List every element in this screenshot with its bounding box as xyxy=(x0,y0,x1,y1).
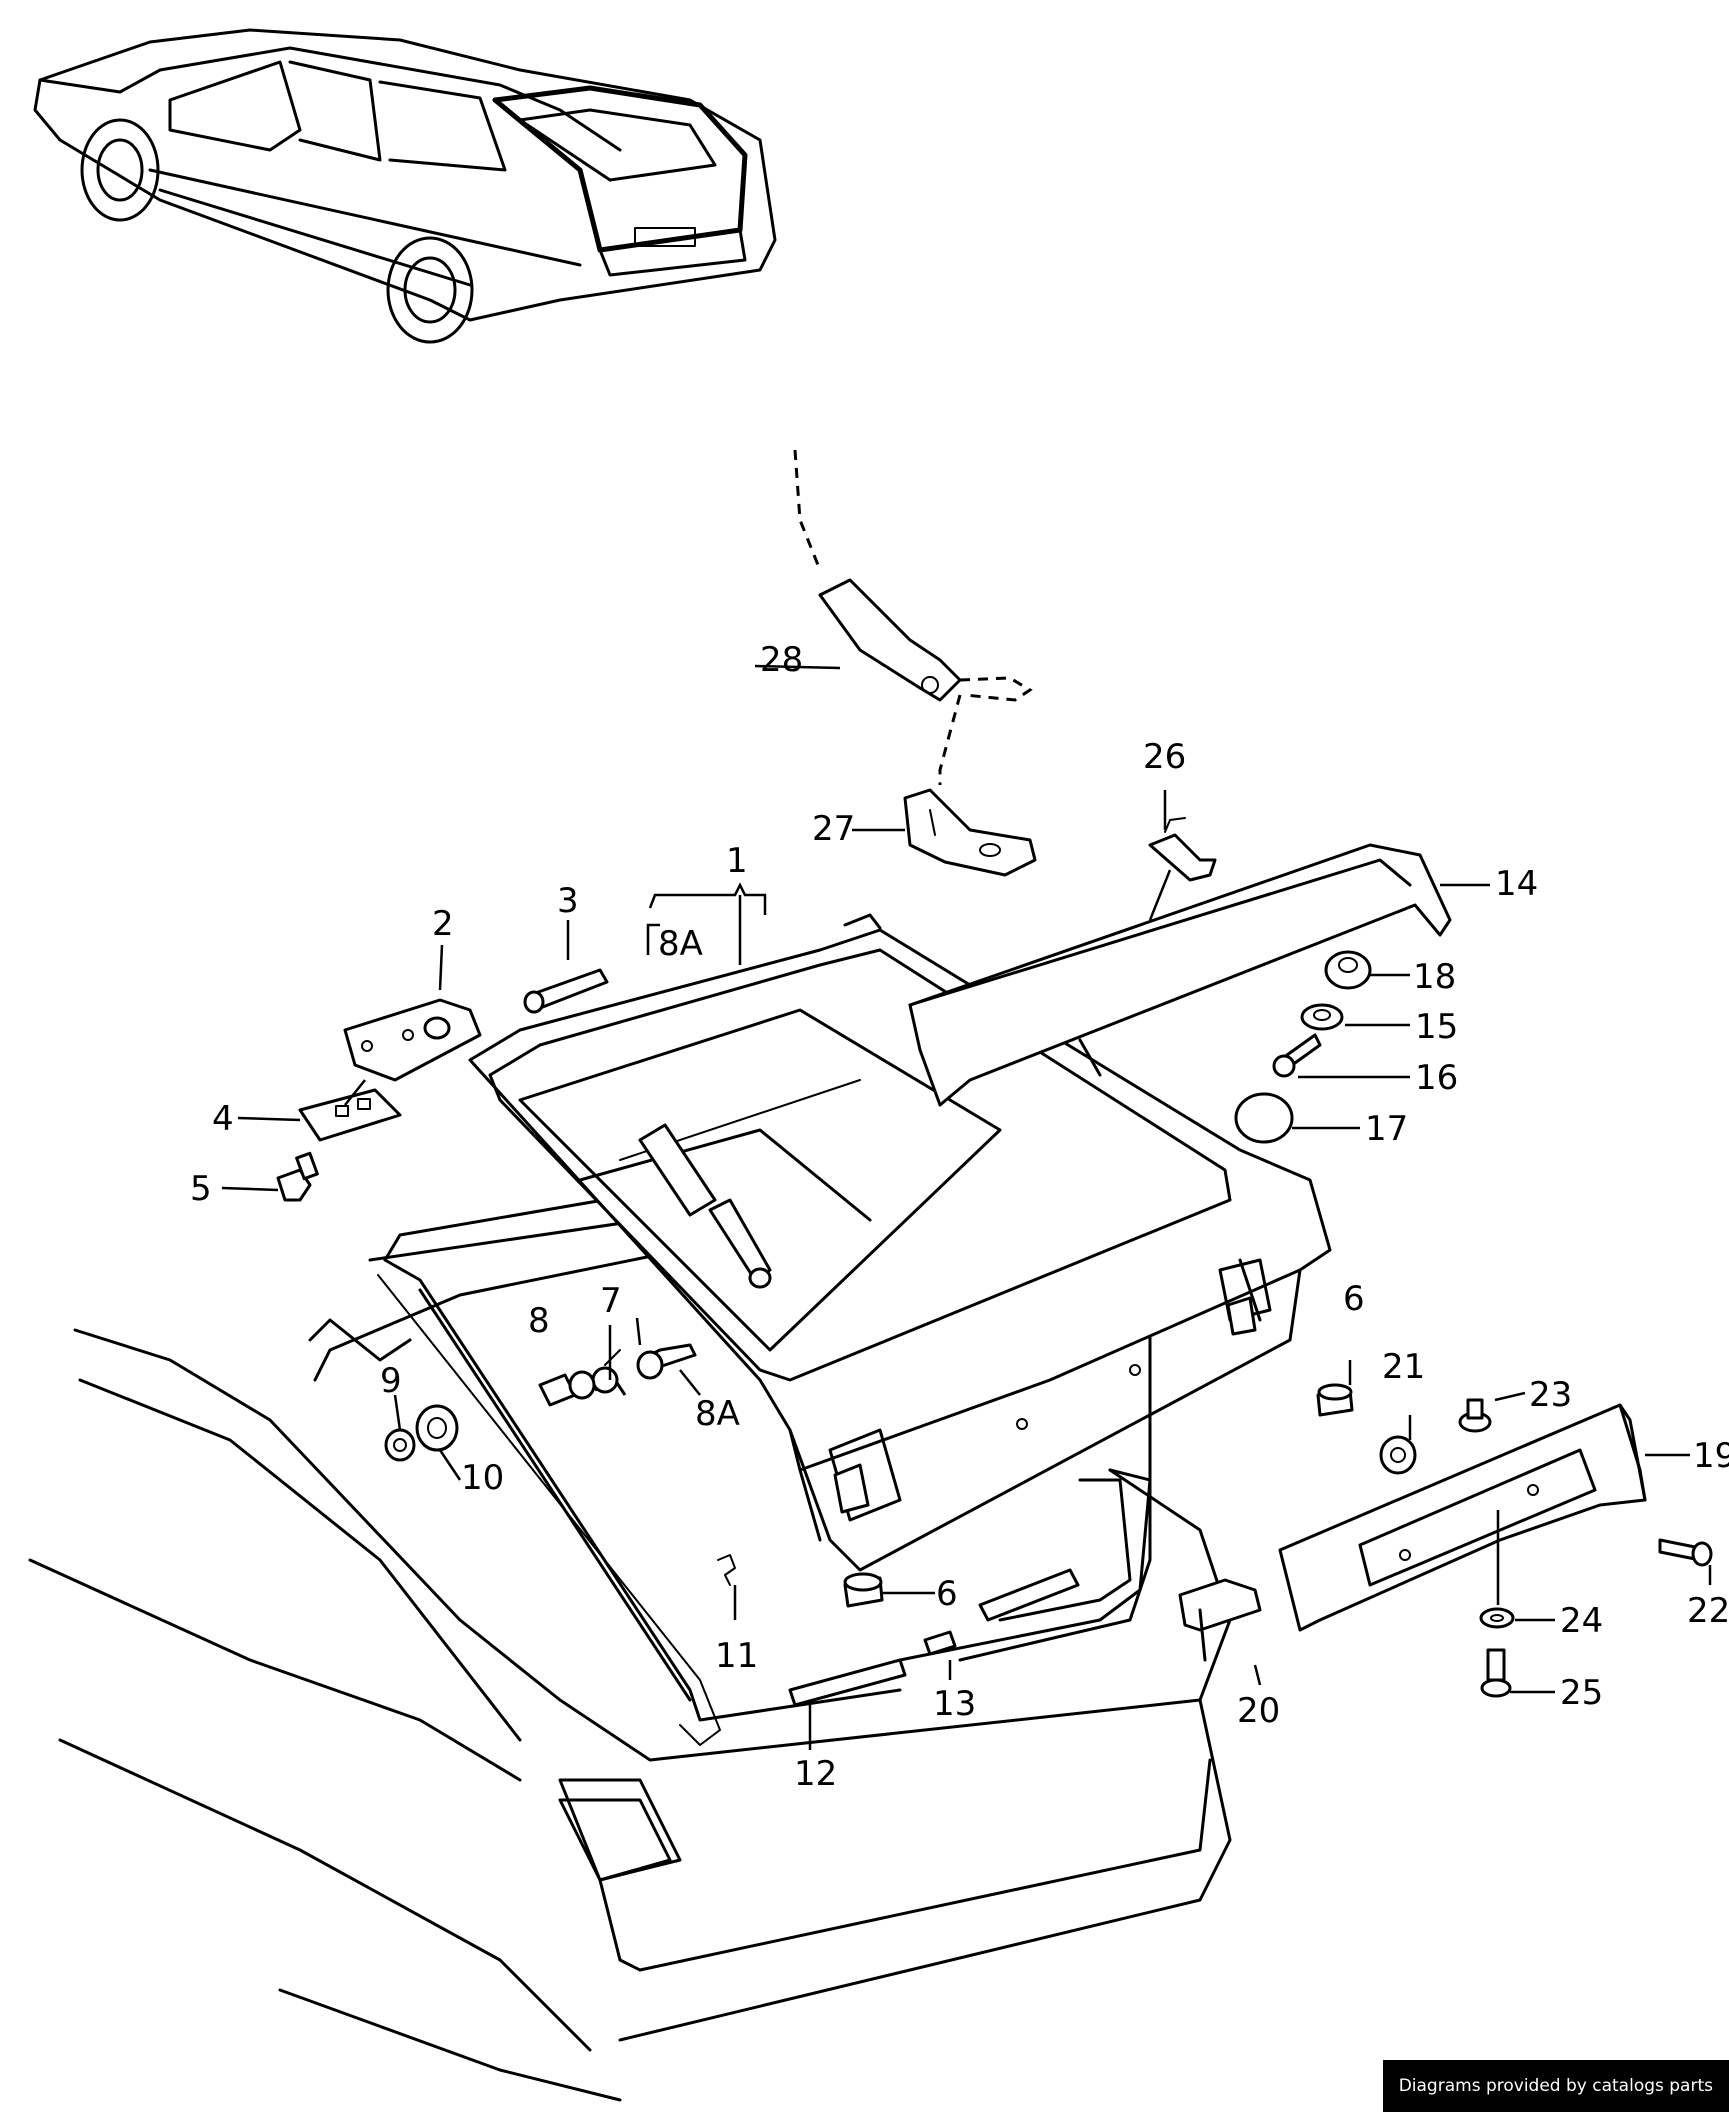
callout-10: 10 xyxy=(461,1458,504,1498)
car-rear-body xyxy=(28,1178,1232,2102)
washer-part-9 xyxy=(384,1428,416,1462)
ball-stud-part-8a xyxy=(636,1343,697,1380)
grommet-part-21 xyxy=(1379,1435,1417,1475)
plug-part-13 xyxy=(923,1630,957,1656)
striker-part-20 xyxy=(1178,1578,1262,1662)
callout-14: 14 xyxy=(1495,864,1538,904)
callout-2: 2 xyxy=(432,904,454,944)
callout-7: 7 xyxy=(600,1281,622,1321)
overview-car-illustration xyxy=(33,28,777,344)
screw-part-23 xyxy=(1458,1398,1492,1433)
credit-badge: Diagrams provided by catalogs parts xyxy=(1382,2060,1729,2112)
license-plate-trim-part-19 xyxy=(1278,1403,1647,1632)
callout-labels: 1 2 3 4 5 6 6 7 8 8A 8A 9 10 11 12 13 14… xyxy=(190,640,1729,1794)
clip-part-11 xyxy=(717,1554,736,1586)
callout-9: 9 xyxy=(380,1361,402,1401)
hinge-bracket-part-27 xyxy=(903,788,1037,877)
callout-11: 11 xyxy=(715,1636,758,1676)
screw-part-25 xyxy=(1480,1648,1512,1698)
screw-part-16 xyxy=(1272,1033,1322,1078)
callout-6-lower: 6 xyxy=(936,1574,958,1614)
callout-12: 12 xyxy=(794,1754,837,1794)
callout-16: 16 xyxy=(1415,1058,1458,1098)
bolt-part-5 xyxy=(276,1151,319,1202)
callout-18: 18 xyxy=(1413,957,1456,997)
callout-leader-lines xyxy=(221,664,1712,1750)
callout-1: 1 xyxy=(726,841,748,881)
callout-26: 26 xyxy=(1143,737,1186,777)
bumper-stop-part-6-upper xyxy=(1316,1383,1354,1417)
callout-20: 20 xyxy=(1237,1691,1280,1731)
screw-part-22 xyxy=(1658,1538,1713,1567)
callout-28: 28 xyxy=(760,640,803,680)
callout-15: 15 xyxy=(1415,1007,1458,1047)
weatherstrip-part-12 xyxy=(788,1658,907,1707)
callout-23: 23 xyxy=(1529,1375,1572,1415)
clip-part-26 xyxy=(1148,817,1217,882)
callout-5: 5 xyxy=(190,1169,212,1209)
callout-13: 13 xyxy=(933,1684,976,1724)
cover-part-17 xyxy=(1234,1092,1294,1144)
callout-24: 24 xyxy=(1560,1601,1603,1641)
cap-part-15 xyxy=(1300,1003,1344,1031)
callout-6-upper: 6 xyxy=(1343,1279,1365,1319)
gas-strut-part-7 xyxy=(591,1123,772,1396)
weatherstrip-right xyxy=(978,1568,1080,1622)
plate-part-4 xyxy=(298,1088,402,1142)
callout-8a-top: 8A xyxy=(658,924,703,964)
callout-27: 27 xyxy=(812,809,855,849)
tailgate-part-1 xyxy=(468,913,1332,1572)
pin-part-3 xyxy=(523,968,609,1014)
grommet-part-10 xyxy=(415,1404,459,1452)
hinge-part-2 xyxy=(343,998,482,1082)
ball-stud-part-8 xyxy=(538,1370,596,1407)
spoiler-part-14 xyxy=(908,843,1452,1107)
callout-8a-mid: 8A xyxy=(695,1394,740,1434)
bumper-stop-part-6-lower xyxy=(843,1572,884,1608)
callout-3: 3 xyxy=(557,881,579,921)
callout-4: 4 xyxy=(212,1099,234,1139)
callout-21: 21 xyxy=(1382,1347,1425,1387)
hinge-arm-part-28 xyxy=(793,449,1033,785)
cap-part-18 xyxy=(1324,950,1372,990)
callout-25: 25 xyxy=(1560,1673,1603,1713)
callout-17: 17 xyxy=(1365,1109,1408,1149)
callout-22: 22 xyxy=(1687,1591,1729,1631)
washer-part-24 xyxy=(1479,1607,1515,1629)
callout-19: 19 xyxy=(1693,1436,1729,1476)
callout-8: 8 xyxy=(528,1301,550,1341)
